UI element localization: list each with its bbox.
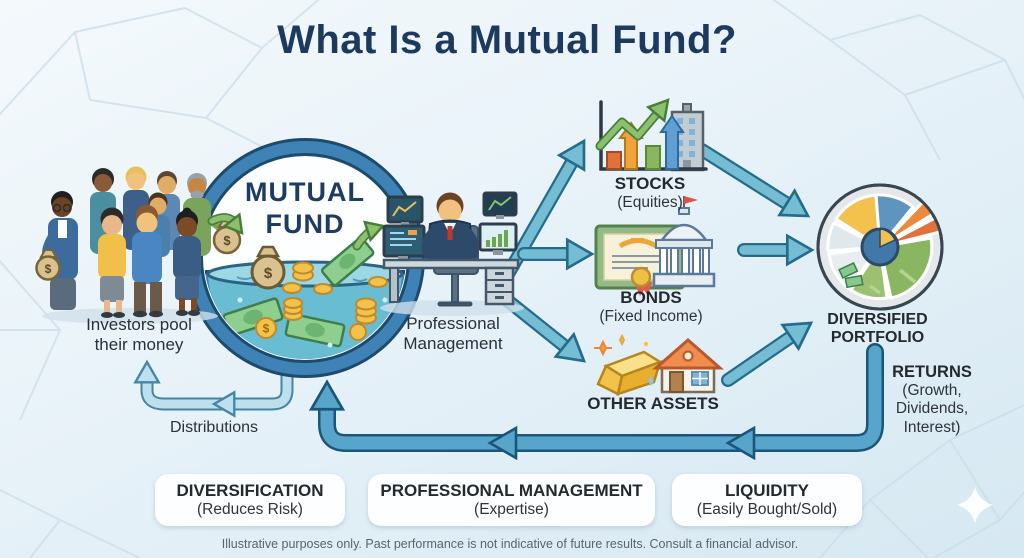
dollar-bill-icon: [320, 236, 375, 287]
money-bag-icon: $: [35, 249, 61, 281]
house-icon: [652, 338, 724, 394]
arrow-management-to-bonds: [517, 238, 594, 270]
disclaimer-text: Illustrative purposes only. Past perform…: [221, 537, 799, 551]
returns-line1: (Growth,: [902, 381, 962, 399]
arrow-bonds-to-portfolio: [737, 234, 814, 266]
other-assets-label: OTHER ASSETS: [580, 394, 726, 414]
mutual-fund-label: MUTUAL FUND: [225, 176, 385, 241]
dollar-coin-icon: [255, 317, 277, 339]
mutual-fund-label-line1: MUTUAL: [245, 177, 365, 207]
bag-dollar-sign: $: [223, 233, 231, 248]
bag-dollar-sign: $: [264, 265, 273, 282]
sparkle-icon: [957, 487, 993, 523]
portfolio-label: DIVERSIFIED PORTFOLIO: [800, 311, 955, 348]
arrow-fund-to-management: [352, 215, 388, 251]
coin-icons: [282, 261, 388, 341]
portfolio-label-line1: DIVERSIFIED: [827, 311, 928, 328]
management-label-line2: Management: [403, 334, 503, 354]
arrow-stocks-to-portfolio: [695, 143, 817, 230]
benefit-title: LIQUIDITY: [724, 481, 810, 500]
benefit-subtitle: (Expertise): [474, 501, 549, 518]
benefit-card-professional-management: PROFESSIONAL MANAGEMENT (Expertise): [368, 474, 655, 526]
benefit-subtitle: (Reduces Risk): [197, 501, 303, 518]
returns-line3: Interest): [903, 418, 961, 436]
file-cabinet-icon: [484, 266, 515, 306]
monitor-icon: [478, 222, 518, 255]
distributions-label: Distributions: [169, 419, 259, 436]
benefit-card-liquidity: LIQUIDITY (Easily Bought/Sold): [672, 474, 862, 526]
gold-bar-icon: [594, 333, 663, 396]
growth-arrow-icon: [595, 92, 678, 151]
investors-group: $ $: [35, 166, 242, 324]
manager-figure: [421, 192, 480, 265]
mutual-fund-label-line2: FUND: [265, 209, 345, 240]
benefit-card-diversification: DIVERSIFICATION (Reduces Risk): [155, 474, 345, 526]
returns-label: RETURNS (Growth, Dividends, Interest): [868, 363, 996, 437]
money-bowl: $ $: [204, 236, 406, 359]
money-bag-icon: $: [250, 245, 286, 290]
investors-label: Investors pool their money: [64, 315, 214, 355]
benefit-title: PROFESSIONAL MANAGEMENT: [380, 481, 643, 500]
management-label-line1: Professional: [406, 314, 500, 333]
monitor-icon: [386, 195, 424, 226]
bag-dollar-sign: $: [45, 262, 52, 276]
other-assets-title: OTHER ASSETS: [587, 394, 719, 413]
stocks-title: STOCKS: [614, 174, 686, 193]
benefit-subtitle: (Easily Bought/Sold): [696, 501, 838, 518]
monitor-icon: [382, 224, 426, 261]
monitor-icon: [482, 191, 518, 219]
bonds-label: BONDS (Fixed Income): [585, 288, 717, 326]
coin-dollar-sign: $: [263, 322, 270, 336]
mutual-fund-circle: $ $: [185, 138, 425, 378]
management-label: Professional Management: [382, 314, 524, 354]
arrow-other-assets-to-portfolio: [721, 309, 821, 387]
investors-label-line2: their money: [94, 335, 184, 355]
returns-arrow: [309, 343, 884, 460]
stocks-label: STOCKS (Equities): [585, 174, 715, 212]
page-title: What Is a Mutual Fund?: [277, 18, 737, 62]
investors-label-line1: Investors pool: [86, 315, 192, 334]
bonds-subtitle: (Fixed Income): [599, 308, 703, 326]
other-assets-icon: [594, 333, 724, 396]
stocks-subtitle: (Equities): [617, 194, 683, 212]
investor-figure: [98, 207, 126, 318]
arrow-investors-to-fund: [207, 213, 251, 240]
investor-figure: [173, 207, 201, 316]
fund-manager-illustration: [380, 191, 524, 316]
distributions-arrow: [134, 349, 294, 417]
stocks-icon: [595, 92, 708, 172]
portfolio-pie-icon: [816, 183, 944, 311]
bonds-icon: [594, 196, 716, 296]
dollar-bill-icon: [284, 312, 346, 348]
returns-line2: Dividends,: [895, 400, 969, 418]
investor-figure: [132, 205, 163, 318]
portfolio-label-line2: PORTFOLIO: [830, 329, 925, 347]
returns-title: RETURNS: [892, 363, 972, 381]
capitol-building-icon: [652, 196, 716, 288]
bonds-title: BONDS: [620, 288, 682, 307]
benefit-title: DIVERSIFICATION: [176, 481, 324, 500]
